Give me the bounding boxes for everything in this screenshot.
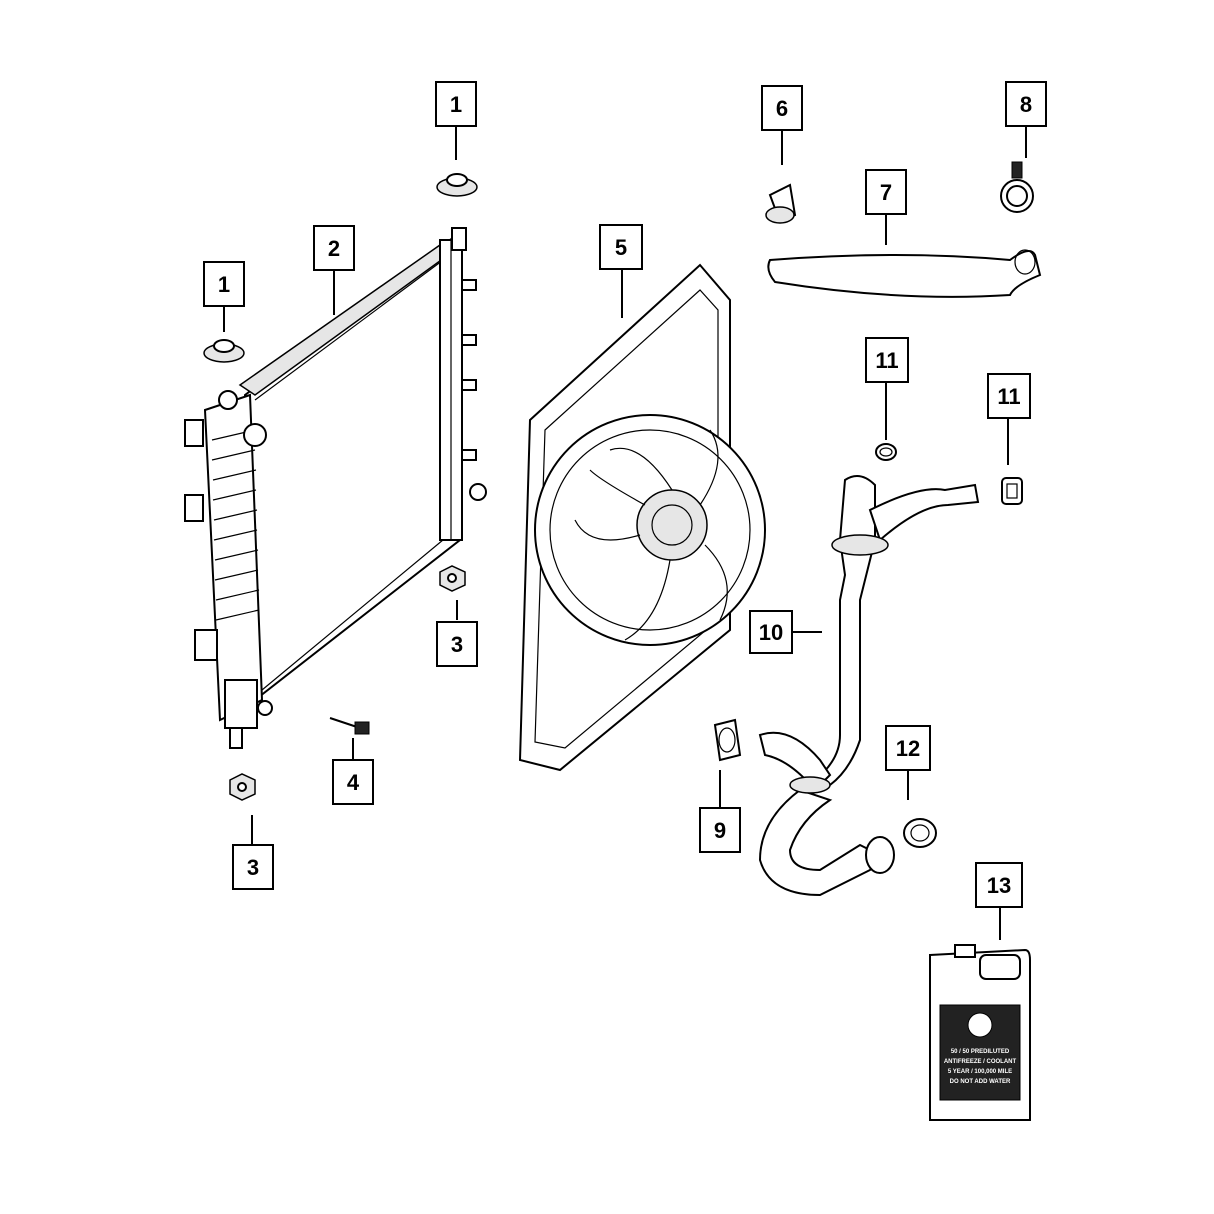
hose-clamp-9 — [713, 718, 742, 762]
lower-insulator-right — [439, 565, 466, 592]
mopar-logo-icon — [967, 1012, 993, 1038]
callout-1-left[interactable]: 1 — [203, 261, 245, 307]
hose-clamp-11-left — [875, 443, 897, 461]
leader-lines — [223, 127, 1027, 940]
callout-8-label: 8 — [1020, 92, 1032, 117]
callout-11-left-label: 11 — [875, 348, 898, 373]
lower-radiator-hose — [758, 475, 980, 897]
coolant-label-line3: 5 YEAR / 100,000 MILE — [948, 1069, 1012, 1075]
callout-6[interactable]: 6 — [761, 85, 803, 131]
fan-shroud — [518, 263, 766, 772]
coolant-label-line1: 50 / 50 PREDILUTED — [951, 1049, 1010, 1055]
callout-3-right[interactable]: 3 — [436, 621, 478, 667]
callout-6-label: 6 — [776, 96, 788, 121]
callout-13-label: 13 — [987, 873, 1011, 898]
callout-9-label: 9 — [714, 818, 726, 843]
callout-8[interactable]: 8 — [1005, 81, 1047, 127]
callout-12-label: 12 — [896, 736, 920, 761]
upper-insulator-left — [203, 339, 245, 363]
callout-2-label: 2 — [328, 236, 340, 261]
callout-7[interactable]: 7 — [865, 169, 907, 215]
callout-1-left-label: 1 — [218, 272, 230, 297]
coolant-label-line4: DO NOT ADD WATER — [950, 1079, 1011, 1085]
radiator — [184, 227, 487, 749]
callout-4-label: 4 — [347, 770, 360, 795]
drain-cock — [329, 717, 370, 735]
callout-11-right-label: 11 — [997, 384, 1020, 409]
hose-clamp-8 — [1000, 161, 1034, 213]
callout-1-top-label: 1 — [450, 92, 462, 117]
callout-3-left-label: 3 — [247, 855, 259, 880]
coolant-label-line2: ANTIFREEZE / COOLANT — [944, 1059, 1017, 1065]
callout-4[interactable]: 4 — [332, 759, 374, 805]
callout-3-right-label: 3 — [451, 632, 463, 657]
callout-5[interactable]: 5 — [599, 224, 643, 270]
upper-radiator-hose — [767, 249, 1042, 298]
callout-3-left[interactable]: 3 — [232, 844, 274, 890]
lower-insulator-left — [229, 773, 256, 801]
upper-insulator-right — [436, 173, 478, 197]
callout-11-left[interactable]: 11 — [865, 337, 909, 383]
coolant-jug: 50 / 50 PREDILUTED ANTIFREEZE / COOLANT … — [929, 944, 1031, 1121]
callout-13[interactable]: 13 — [975, 862, 1023, 908]
callout-11-right[interactable]: 11 — [987, 373, 1031, 419]
callout-9[interactable]: 9 — [699, 807, 741, 853]
callout-10-label: 10 — [759, 620, 783, 645]
callout-5-label: 5 — [615, 235, 627, 260]
callout-2[interactable]: 2 — [313, 225, 355, 271]
callout-7-label: 7 — [880, 180, 892, 205]
hose-clamp-11-right — [1001, 477, 1023, 505]
callout-10[interactable]: 10 — [749, 610, 793, 654]
hose-clamp-12 — [903, 818, 937, 848]
callout-12[interactable]: 12 — [885, 725, 931, 771]
hose-clamp-6 — [765, 183, 797, 224]
fan-blades — [574, 429, 728, 641]
callout-1-top[interactable]: 1 — [435, 81, 477, 127]
